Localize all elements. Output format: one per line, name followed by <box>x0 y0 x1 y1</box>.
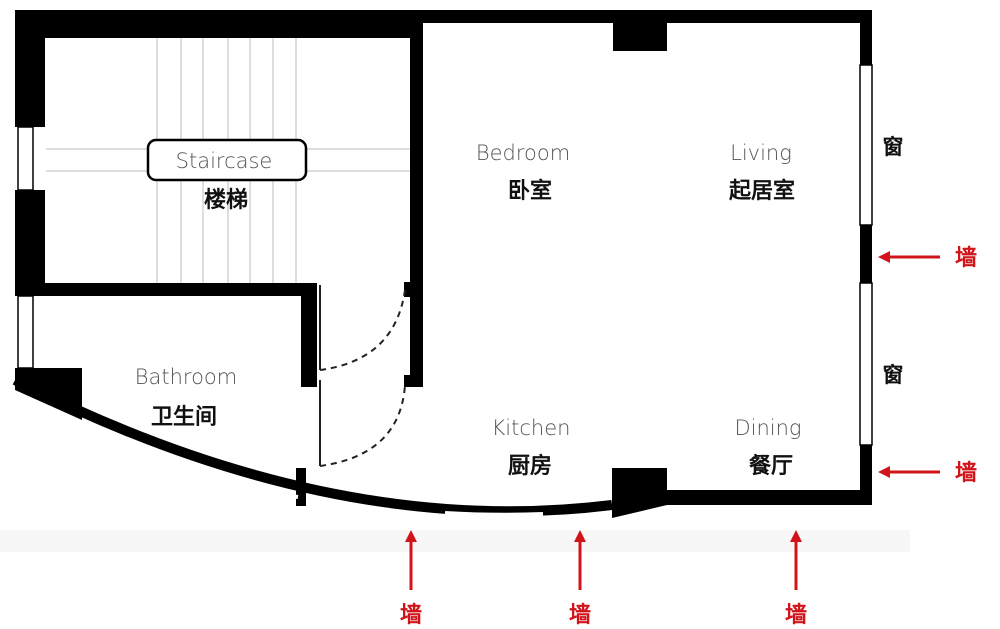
staircase-label-zh: 楼梯 <box>204 187 248 213</box>
wall-label-right-lower: 墙 <box>955 461 977 486</box>
wall-arrow-bottom-3 <box>790 530 802 590</box>
living-label-zh: 起居室 <box>728 178 795 204</box>
arrow-up-icon <box>790 530 802 542</box>
dining-label-zh: 餐厅 <box>749 454 793 479</box>
wall-label-bottom-3: 墙 <box>785 603 807 628</box>
curve-window-3 <box>444 511 544 517</box>
curve-window-2 <box>307 496 391 512</box>
background-band <box>0 530 910 552</box>
wall-label-right-upper: 墙 <box>955 246 977 271</box>
dining-label-en: Dining <box>734 416 801 440</box>
kitchen-label-zh: 厨房 <box>508 453 552 479</box>
wall-label-bottom-1: 墙 <box>400 603 422 628</box>
window-label-upper: 窗 <box>883 135 904 159</box>
wall-label-bottom-2: 墙 <box>569 603 591 628</box>
right-windows <box>859 64 873 446</box>
arrow-up-icon <box>405 530 417 542</box>
wall-arrow-right-lower <box>878 466 940 478</box>
window-label-lower: 窗 <box>883 363 904 387</box>
staircase-label-en: Staircase <box>176 149 273 173</box>
arrow-left-icon <box>878 251 890 263</box>
bathroom-label-en: Bathroom <box>135 365 238 389</box>
curved-wall <box>12 375 613 517</box>
staircase-label-box <box>146 138 308 182</box>
bedroom-label-zh: 卧室 <box>508 178 552 204</box>
wall-arrow-bottom-1 <box>405 530 417 590</box>
left-windows <box>17 126 34 369</box>
doors <box>319 285 406 467</box>
wall-arrow-right-upper <box>878 251 940 263</box>
living-label-en: Living <box>730 141 792 165</box>
kitchen-label-en: Kitchen <box>492 416 571 440</box>
bedroom-label-en: Bedroom <box>476 141 570 165</box>
wall-arrow-bottom-2 <box>574 530 586 590</box>
arrow-left-icon <box>878 466 890 478</box>
curve-window-1 <box>214 476 299 499</box>
arrow-up-icon <box>574 530 586 542</box>
bathroom-label-zh: 卫生间 <box>151 405 217 430</box>
